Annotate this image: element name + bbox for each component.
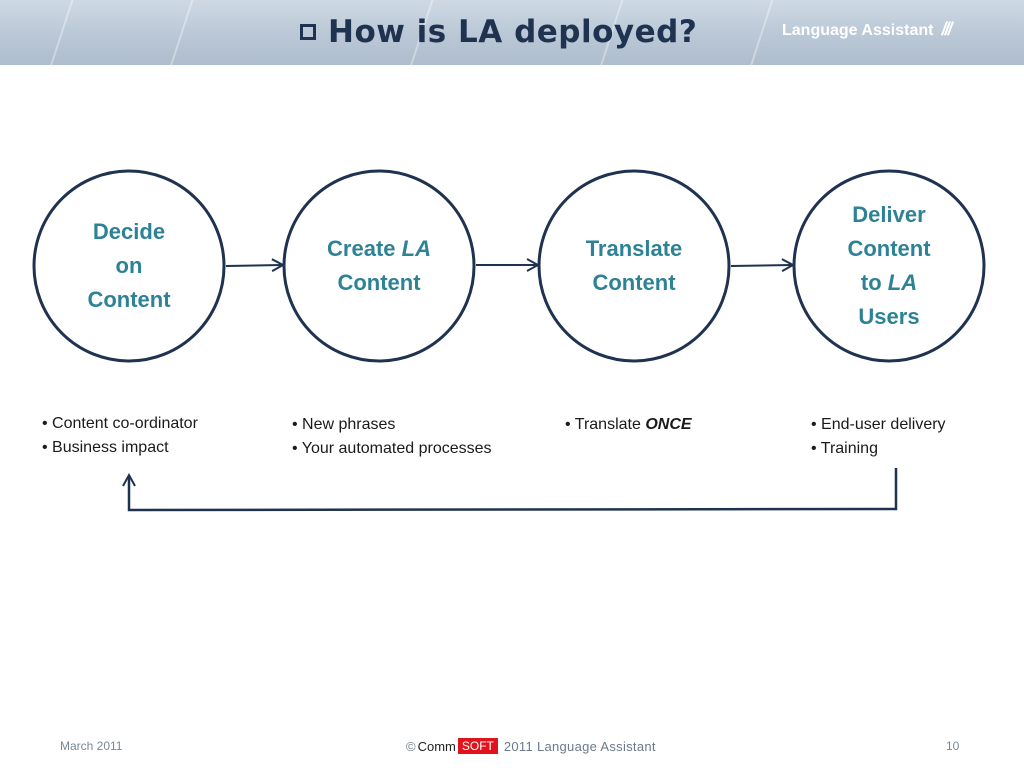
checkbox-bullet-icon xyxy=(300,24,316,40)
bullet-list-create: • New phrases • Your automated processes xyxy=(292,413,492,461)
footer-product: 2011 Language Assistant xyxy=(503,738,656,754)
bullet-text: • Your automated processes xyxy=(292,440,492,457)
bullet-list-decide: • Content co-ordinator • Business impact xyxy=(42,412,198,460)
brand-logo: Language Assistant /// xyxy=(782,19,952,40)
stage-line-text: to xyxy=(860,270,888,295)
flow-arrow-1 xyxy=(225,265,282,266)
slide-title: How is LA deployed? xyxy=(300,10,697,54)
bullet-text: • New phrases xyxy=(292,416,396,433)
stage-line: Deliver xyxy=(829,198,949,232)
bullet-text: • Training xyxy=(811,440,878,457)
commsoft-logo-comm: Comm xyxy=(417,738,456,754)
stage-text: Create LA Content xyxy=(319,232,439,300)
stage-line-text: Create xyxy=(327,236,402,261)
stage-circle-decide xyxy=(32,169,226,363)
bullet-item: • New phrases xyxy=(292,413,492,437)
bullet-text: • End-user delivery xyxy=(811,416,946,433)
bullet-emphasis: ONCE xyxy=(645,416,692,433)
bullet-item: • End-user delivery xyxy=(811,413,946,437)
bullet-item: • Training xyxy=(811,437,946,461)
stage-line: on xyxy=(69,249,189,283)
stage-line-text: Content xyxy=(337,270,421,295)
bullet-item: • Your automated processes xyxy=(292,437,492,461)
stage-line-text: Users xyxy=(858,304,920,329)
stage-line: Translate xyxy=(574,232,694,266)
stage-label-create: Create LA Content xyxy=(284,171,474,361)
stage-line: Content xyxy=(829,232,949,266)
stage-line: Content xyxy=(574,266,694,300)
feedback-loop-arrow xyxy=(129,468,898,512)
footer-date: March 2011 xyxy=(60,739,123,753)
stage-line-text: on xyxy=(115,253,143,278)
brand-name: Language Assistant xyxy=(782,22,934,39)
bullet-item: • Translate ONCE xyxy=(565,413,692,437)
bullet-text: • Content co-ordinator xyxy=(42,415,198,432)
page-number: 10 xyxy=(946,739,960,753)
stage-line: Create LA xyxy=(319,232,439,266)
stage-line-text: Content xyxy=(87,287,171,312)
bullet-item: • Business impact xyxy=(42,436,198,460)
bullet-list-deliver: • End-user delivery • Training xyxy=(811,413,946,461)
stage-line: Content xyxy=(69,283,189,317)
bullet-item: • Content co-ordinator xyxy=(42,412,198,436)
stage-line-text: Decide xyxy=(92,219,166,244)
bullet-text: • Business impact xyxy=(42,439,169,456)
stage-line-text: Content xyxy=(847,236,931,261)
slide-title-text: How is LA deployed? xyxy=(328,14,698,50)
bullet-text: • Translate xyxy=(565,416,646,433)
stage-line-emphasis: LA xyxy=(401,236,431,261)
slide-header: How is LA deployed? Language Assistant //… xyxy=(0,0,1024,65)
stage-line-text: Content xyxy=(592,270,676,295)
stage-line-text: Translate xyxy=(585,236,683,261)
stage-line: Content xyxy=(319,266,439,300)
stage-line: Decide xyxy=(69,215,189,249)
footer-copyright: © Comm SOFT 2011 Language Assistant xyxy=(406,738,656,754)
commsoft-logo-soft: SOFT xyxy=(457,738,498,754)
stage-line-emphasis: LA xyxy=(887,270,918,295)
bullet-list-translate: • Translate ONCE xyxy=(565,413,692,437)
copyright-icon: © xyxy=(406,738,416,754)
flow-arrow-3 xyxy=(730,265,792,266)
stage-line: to LA xyxy=(829,266,949,300)
stage-line: Users xyxy=(829,300,949,334)
stage-line-text: Deliver xyxy=(852,202,926,227)
brand-mark-icon: /// xyxy=(941,19,952,39)
